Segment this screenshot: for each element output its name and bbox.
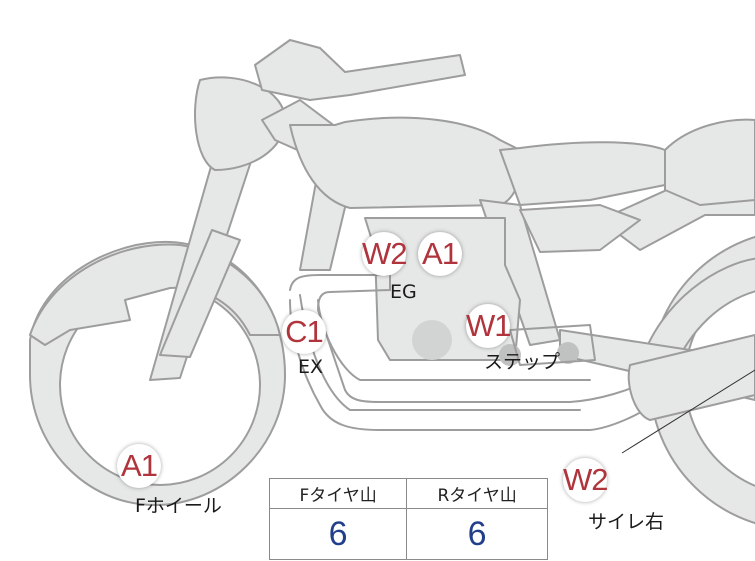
seat [499, 141, 666, 206]
label-exhaust: EX [298, 356, 324, 378]
rear-tire-header: Rタイヤ山 [406, 478, 548, 509]
headlight [194, 76, 286, 171]
label-engine: EG [390, 281, 417, 303]
rear-tire-value: 6 [406, 508, 548, 560]
exhaust-pipe-upper [289, 274, 651, 403]
marker-a1-engine: A1 [418, 232, 462, 276]
label-front-wheel: Fホイール [135, 495, 222, 517]
tail-cowl [664, 118, 755, 206]
tire-tread-table: Fタイヤ山 Rタイヤ山 6 6 [268, 478, 548, 560]
label-silencer-right: サイレ右 [588, 511, 665, 533]
silencer [627, 334, 755, 421]
silencer-leader-line [621, 369, 755, 454]
marker-a1-front-wheel: A1 [117, 444, 161, 488]
tire-table-header-row: Fタイヤ山 Rタイヤ山 [268, 478, 548, 509]
engine-cover [412, 320, 452, 360]
label-step: ステップ [484, 351, 561, 373]
front-tire-header: Fタイヤ山 [268, 478, 408, 509]
side-cover [519, 204, 641, 253]
marker-w2-engine: W2 [362, 232, 408, 276]
step-peg-2 [557, 342, 579, 364]
marker-w1-step: W1 [466, 304, 512, 348]
exhaust-pipe-mid [317, 299, 591, 381]
marker-w2-silencer: W2 [563, 458, 609, 502]
exhaust-pipe-inner [299, 294, 581, 411]
fork-lower [159, 229, 241, 358]
rear-fender [639, 257, 755, 373]
marker-c1-exhaust: C1 [282, 310, 326, 354]
handlebar [254, 39, 466, 101]
tire-table-value-row: 6 6 [268, 508, 548, 560]
front-tire-value: 6 [268, 508, 408, 560]
step-bar [509, 324, 596, 366]
fuel-tank [289, 116, 523, 209]
